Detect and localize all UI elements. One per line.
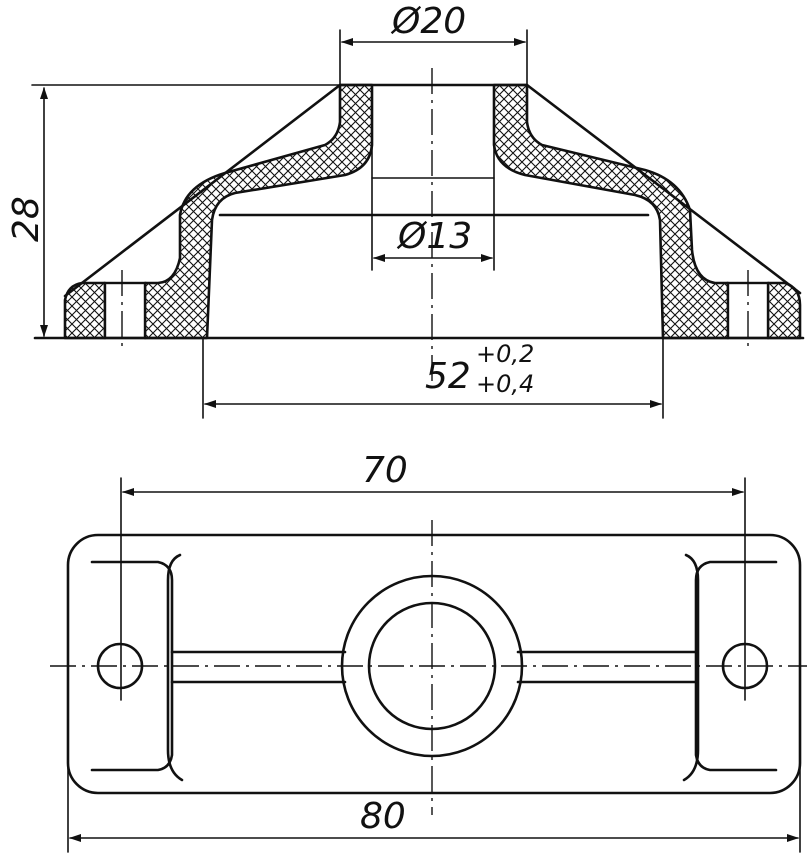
section-view: Ø20 Ø13 28 52 +0,2 +0,4: [6, 1, 805, 419]
plan-view: 70 80: [50, 450, 807, 853]
left-bolt-hole-section: [103, 281, 147, 340]
dim-52-tol-upper: +0,2: [476, 340, 534, 368]
plan-left-pad: [90, 560, 174, 772]
right-slope-line: [525, 83, 802, 295]
plan-right-pad-lip: [682, 553, 700, 782]
section-left-flange: [63, 281, 107, 340]
dim-28-label: 28: [6, 196, 47, 242]
dim-o13-label: Ø13: [396, 216, 472, 257]
dim-o20-label: Ø20: [390, 1, 466, 42]
dim-52-label: 52: [425, 356, 471, 397]
dim-80-label: 80: [360, 796, 406, 837]
section-right-wall: [492, 83, 730, 340]
plan-right-pad: [694, 560, 778, 772]
plan-left-pad-lip: [166, 553, 184, 782]
left-slope-line: [63, 83, 342, 298]
section-right-flange: [766, 281, 802, 340]
dim-52-tol-lower: +0,4: [476, 370, 534, 398]
dim-70-label: 70: [362, 450, 408, 491]
plan-outer-outline: [66, 533, 802, 795]
section-left-wall: [143, 83, 374, 340]
